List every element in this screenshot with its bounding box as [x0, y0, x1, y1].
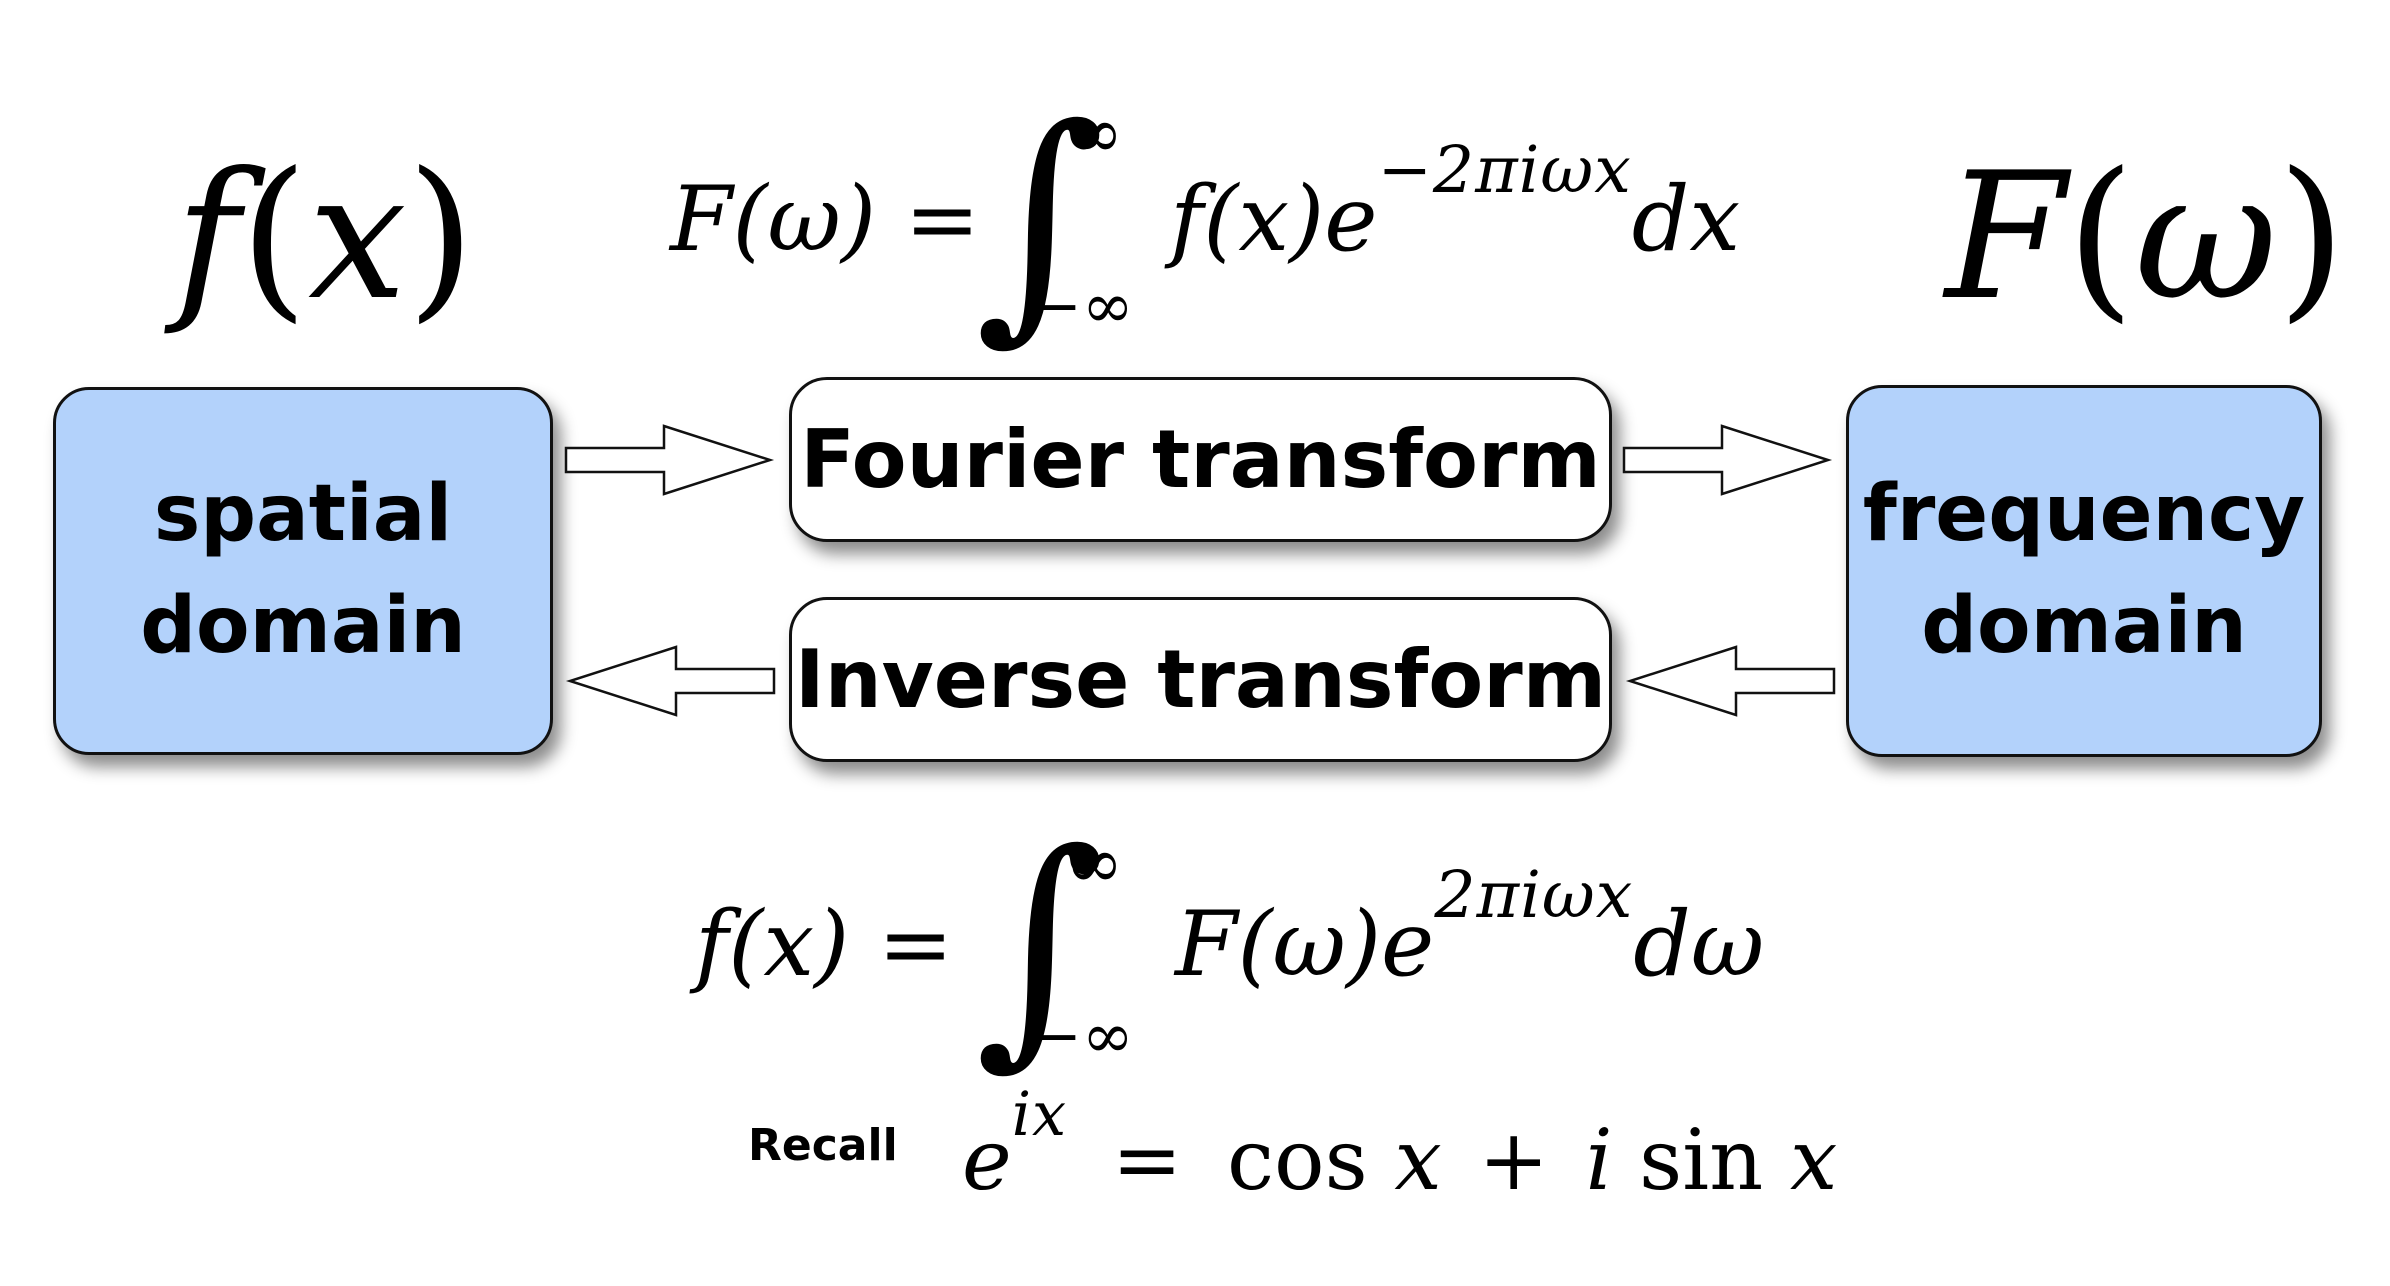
forward-differential: dx	[1631, 167, 1741, 272]
forward-lhs-text: F(ω) =	[670, 167, 981, 272]
arrow-spatial-to-fourier	[564, 424, 775, 496]
inverse-transform-box: Inverse transform	[789, 597, 1612, 762]
close-paren: )	[406, 136, 476, 339]
function-arg: x	[308, 136, 407, 339]
open-paren: (	[239, 136, 309, 339]
forward-exponent: −2πiωx	[1377, 132, 1632, 208]
fourier-transform-label: Fourier transform	[800, 413, 1601, 506]
euler-formula: eix = cos x + i sin x	[962, 1084, 1837, 1202]
arrow-inverse-to-spatial	[565, 645, 776, 717]
inverse-transform-label: Inverse transform	[794, 633, 1607, 726]
spatial-domain-label: spatial domain	[140, 459, 466, 682]
forward-lhs: F(ω) =	[670, 175, 980, 265]
inverse-integrand: F(ω)e2πiωxdω	[1175, 863, 1764, 990]
euler-x2: x	[1789, 1111, 1838, 1209]
euler-equals: =	[1111, 1111, 1183, 1209]
euler-plus: +	[1478, 1111, 1549, 1209]
inverse-integrand-text: F(ω)e	[1175, 892, 1435, 997]
euler-x1: x	[1394, 1111, 1442, 1209]
close-paren: )	[2277, 136, 2346, 339]
integral-glyph: ∫	[975, 74, 1106, 365]
forward-integral-lower: −∞	[1030, 269, 1134, 342]
open-paren: (	[2066, 136, 2135, 339]
euler-exponent: ix	[1011, 1079, 1068, 1150]
frequency-line1: frequency	[1862, 469, 2306, 560]
forward-integrand: f(x)e−2πiωxdx	[1170, 138, 1740, 265]
spatial-domain-box: spatial domain	[53, 387, 553, 755]
arrow-fourier-to-frequency	[1622, 424, 1833, 496]
euler-cos: cos	[1226, 1111, 1368, 1209]
inverse-differential: dω	[1633, 892, 1765, 997]
integral-glyph: ∫	[975, 799, 1106, 1090]
spatial-line1: spatial	[153, 469, 453, 560]
recall-label: Recall	[748, 1120, 898, 1171]
arrow-frequency-to-inverse	[1625, 645, 1836, 717]
inverse-integral-upper: ∞	[1065, 822, 1124, 904]
forward-integrand-text: f(x)e	[1170, 167, 1378, 272]
function-name: F	[1945, 136, 2067, 339]
inverse-exponent: 2πiωx	[1434, 857, 1634, 933]
function-name: f	[175, 136, 240, 339]
euler-sin: sin	[1639, 1111, 1764, 1209]
inverse-integral-lower: −∞	[1030, 999, 1134, 1072]
forward-integral-upper: ∞	[1065, 92, 1124, 174]
function-arg: ω	[2134, 136, 2278, 339]
frequency-domain-label: frequency domain	[1863, 459, 2305, 682]
spatial-line2: domain	[140, 581, 466, 671]
frequency-function-symbol: F(ω)	[1945, 150, 2346, 325]
frequency-line2: domain	[1921, 581, 2247, 671]
inverse-lhs-text: f(x) =	[695, 892, 954, 997]
frequency-domain-box: frequency domain	[1846, 385, 2322, 757]
fourier-transform-box: Fourier transform	[789, 377, 1612, 542]
euler-i: i	[1585, 1111, 1613, 1209]
euler-base: e	[962, 1111, 1012, 1209]
inverse-lhs: f(x) =	[695, 900, 953, 990]
spatial-function-symbol: f(x)	[175, 150, 475, 325]
